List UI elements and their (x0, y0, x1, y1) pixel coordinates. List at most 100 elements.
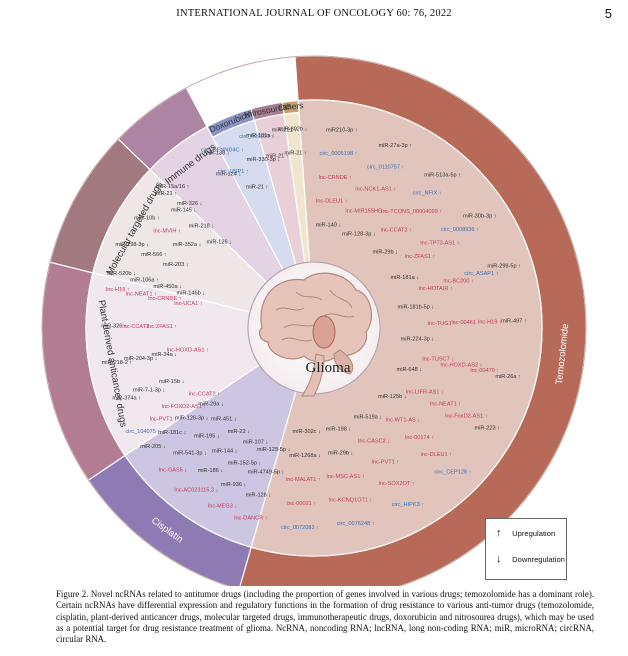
gene-label: miR-21 ↑ (246, 185, 269, 191)
gene-label: lnc-LIFR-AS1 ↓ (406, 389, 444, 395)
gene-label: miR-34a ↓ (152, 352, 178, 358)
gene-label: miR-352a ↓ (173, 242, 202, 248)
gene-label: miR-181a ↓ (390, 275, 419, 281)
gene-label: lnc-CASC2 ↓ (358, 438, 390, 444)
gene-label: miR-298-3p ↓ (115, 242, 149, 248)
gene-label: miR-181b-5p ↓ (398, 305, 435, 311)
gene-label: miR-186 ↓ (198, 468, 224, 474)
gene-label: miR-128-3p ↓ (342, 232, 376, 238)
page-number: 5 (604, 6, 612, 21)
gene-label: lnc-CRNDE ↑ (148, 296, 181, 302)
gene-label: lnc-BC200 ↑ (443, 278, 474, 284)
gene-label: miR-22 ↓ (228, 429, 251, 435)
gene-label: circ_0008936 ↑ (441, 227, 479, 233)
legend-down-label: Downregulation (512, 555, 565, 564)
gene-label: lnc-H19 ↑ (478, 319, 502, 325)
gene-label: lnc-AC023115.3 ↓ (174, 487, 218, 493)
gene-label: miR-224-3p ↓ (401, 336, 435, 342)
gene-label: circ_0110757 ↑ (367, 165, 405, 171)
gene-label: lnc-MALAT1 ↑ (286, 477, 321, 483)
gene-label: miR-129-5p ↓ (257, 447, 291, 453)
gene-label: miR-519a ↓ (354, 414, 383, 420)
outer-ring (41, 55, 587, 586)
gene-label: lnc-TP73-AS1 ↑ (420, 240, 459, 246)
gene-label: miR-1268a ↓ (289, 453, 321, 459)
gene-label: miR-10b ↑ (134, 215, 160, 221)
gene-label: miR-27a-3p ↑ (379, 143, 413, 149)
gene-label: circ_USP1 ↑ (218, 169, 249, 175)
journal-title: INTERNATIONAL JOURNAL OF ONCOLOGY 60: 76… (176, 8, 452, 19)
gene-label: miR-195 ↓ (194, 433, 220, 439)
gene-label: miR-203 ↓ (163, 262, 189, 268)
gene-label: miR-326 ↑ (101, 323, 127, 329)
gene-label: circ_0005198 ↑ (320, 151, 358, 157)
gene-label: miR-302b ↓ (279, 127, 308, 133)
up-arrow-icon: ↑ (496, 527, 502, 539)
gene-label: miR-126-3p ↓ (175, 416, 209, 422)
page-header: INTERNATIONAL JOURNAL OF ONCOLOGY 60: 76… (0, 6, 628, 26)
gene-label: miR-7-1-3p ↓ (133, 387, 166, 393)
gene-label: lnc-WT1-AS ↓ (386, 418, 421, 424)
gene-label: miR-144 ↓ (212, 448, 238, 454)
gene-label: lnc-DLEU1 ↑ (421, 452, 453, 458)
gene-label: miR-513a-5p ↑ (424, 172, 461, 178)
gene-label: miR-29b ↓ (372, 250, 398, 256)
gene-label: miR-126 ↓ (206, 239, 232, 245)
gene-label: lnc-HOXD-AS2 ↑ (441, 362, 483, 368)
gene-label: lnc-ZFAS1 ↑ (147, 324, 178, 330)
gene-label: lnc-CCAT2 ↑ (189, 392, 220, 398)
gene-label: miR-451 ↓ (211, 416, 237, 422)
gene-label: miR-648 ↓ (397, 367, 423, 373)
gene-label: miR-124 ↓ (216, 172, 242, 178)
gene-label: lnc-FOXD2-AS1 ↑ (162, 404, 207, 410)
gene-label: miR-15a/16 ↑ (156, 184, 189, 190)
gene-label: miR-302c ↓ (293, 429, 321, 435)
gene-label: lnc-PVT1 ↑ (372, 460, 400, 466)
gene-label: miR-21 ↑ (284, 150, 307, 156)
gene-label: miR-205 ↓ (140, 444, 166, 450)
gene-label: miR-198 ↓ (326, 427, 352, 433)
gene-label: circ_NFIX ↑ (413, 191, 442, 197)
gene-label: lnc-MIR155HG ↑ (345, 209, 387, 215)
gene-label: miR-125b ↓ (378, 394, 407, 400)
gene-label: lnc-H19 ↑ (106, 287, 130, 293)
gene-label: miR-4749-5p ↓ (248, 470, 285, 476)
gene-label: miR-218-2 ↑ (102, 360, 133, 366)
gene-label: miR-326 ↓ (177, 201, 203, 207)
gene-label: lnc-MEG3 ↓ (208, 503, 237, 509)
legend-up-label: Upregulation (512, 529, 556, 538)
gene-label: circ_0076248 ↑ (337, 521, 375, 527)
gene-label: miR-29a ↓ (198, 401, 224, 407)
gene-label: lnc-00470 ↑ (470, 368, 499, 374)
gene-label: miR-221 ↑ (272, 128, 298, 134)
center-label: Glioma (306, 360, 351, 376)
gene-label: miR-107 ↓ (243, 439, 269, 445)
gene-label: lnc-FoxD2-AS1 ↑ (445, 413, 487, 419)
gene-label: miR-106a ↑ (130, 278, 159, 284)
gene-label: miR-541-3p ↓ (173, 450, 207, 456)
gene-label: miR-374a ↑ (112, 396, 141, 402)
gene-label: lnc-CCAT2 ↑ (381, 227, 412, 233)
gene-label: lnc-DLEU1 ↑ (316, 199, 348, 205)
gene-label: miR-21 ↑ (266, 153, 289, 159)
legend-up-row: ↑ Upregulation (496, 527, 555, 539)
gene-label: miR-223 ↑ (474, 425, 500, 431)
gene-label: lnc-MVIH ↑ (153, 229, 181, 235)
gene-label: lnc-TUSC7 ↓ (422, 356, 454, 362)
gene-label: miR-30b-3p ↑ (463, 214, 497, 220)
down-arrow-icon: ↓ (496, 553, 502, 565)
gene-label: circ_ASAP1 ↑ (464, 271, 498, 277)
gene-label: lnc-PVT1 ↑ (150, 416, 178, 422)
gene-label: lnc-NEAT1 ↑ (126, 292, 157, 298)
gene-label: miR-450a ↓ (153, 284, 182, 290)
tab-gap (186, 56, 299, 127)
gene-label: circ_104075 ↑ (125, 429, 160, 435)
gene-label: lnc-UCA1 ↑ (174, 301, 202, 307)
gene-label: lnc-NCK1-AS1 ↑ (355, 187, 396, 193)
gene-label: miR-128 ↓ (246, 492, 272, 498)
regulation-legend: ↑ Upregulation ↓ Downregulation (485, 518, 567, 580)
gene-label: miR-181c ↓ (158, 430, 186, 436)
gene-label: lnc-KCNQ1OT1 ↑ (329, 498, 373, 504)
gene-label: miR-21 ↑ (155, 191, 178, 197)
